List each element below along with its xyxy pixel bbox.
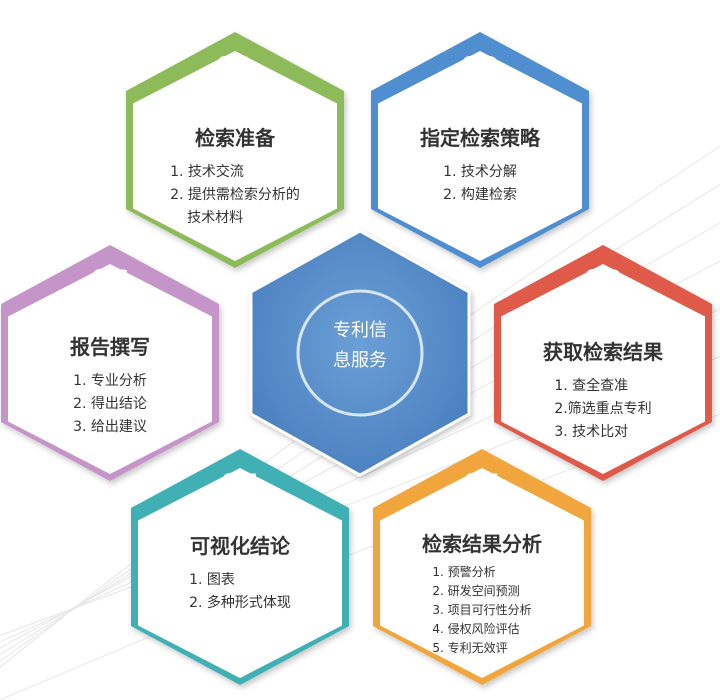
step-03-item: 2.筛选重点专利 xyxy=(554,401,652,417)
step-number: 05 xyxy=(220,467,261,505)
step-04-content: 检索结果分析 1. 预警分析 2. 研发空间预测 3. 项目可行性分析 4. 侵… xyxy=(397,528,567,658)
step-01-item: 2. 提供需检索分析的 xyxy=(170,187,300,203)
step-03-item: 3. 技术比对 xyxy=(554,424,629,440)
step-03-content: 获取检索结果 1. 查全查准 2.筛选重点专利 3. 技术比对 xyxy=(518,336,688,444)
step-02-item: 2. 构建检索 xyxy=(443,187,517,203)
step-06-item: 2. 得出结论 xyxy=(73,396,147,412)
step-04-item: 4. 侵权风险评估 xyxy=(432,622,520,636)
step-hexagon-04: 04 xyxy=(373,449,591,685)
step-04-items: 1. 预警分析 2. 研发空间预测 3. 项目可行性分析 4. 侵权风险评估 5… xyxy=(432,563,531,658)
step-01-content: 检索准备 1. 技术交流 2. 提供需检索分析的 技术材料 xyxy=(150,122,320,230)
step-06-item: 1. 专业分析 xyxy=(73,373,147,389)
step-02-items: 1. 技术分解 2. 构建检索 xyxy=(443,161,517,207)
step-number: 04 xyxy=(462,467,503,505)
step-hexagon-05: 05 xyxy=(131,449,349,685)
step-06-content: 报告撰写 1. 专业分析 2. 得出结论 3. 给出建议 xyxy=(25,331,195,439)
step-01-items: 1. 技术交流 2. 提供需检索分析的 技术材料 xyxy=(170,161,300,230)
center-hexagon xyxy=(249,229,471,477)
step-05-item: 1. 图表 xyxy=(189,572,235,588)
step-hexagon-body xyxy=(380,468,584,678)
step-01-item: 1. 技术交流 xyxy=(170,164,244,180)
step-hexagon-06: 06 xyxy=(1,245,219,481)
step-hexagon-body xyxy=(133,51,337,261)
step-hexagon-body xyxy=(501,264,705,474)
step-hexagon-03: 03 xyxy=(494,245,712,481)
step-03-item: 1. 查全查准 xyxy=(554,378,629,394)
step-05-title: 可视化结论 xyxy=(190,534,290,558)
step-02-content: 指定检索策略 1. 技术分解 2. 构建检索 xyxy=(395,122,565,207)
step-06-item: 3. 给出建议 xyxy=(73,419,147,435)
center-ring xyxy=(296,289,424,417)
step-hexagons: 01 02 03 04 05 06 xyxy=(1,32,712,685)
step-01-title: 检索准备 xyxy=(195,126,275,150)
step-04-item: 2. 研发空间预测 xyxy=(432,584,520,598)
center-label: 专利信 息服务 xyxy=(310,316,410,376)
step-number: 01 xyxy=(215,50,256,88)
step-number: 03 xyxy=(583,263,624,301)
center-label-line1: 专利信 xyxy=(333,320,387,341)
step-06-title: 报告撰写 xyxy=(70,335,150,359)
step-03-title: 获取检索结果 xyxy=(543,340,663,364)
step-04-item: 1. 预警分析 xyxy=(432,565,496,579)
step-02-title: 指定检索策略 xyxy=(420,126,540,150)
step-number: 02 xyxy=(460,50,501,88)
step-04-item: 3. 项目可行性分析 xyxy=(432,603,532,617)
step-hexagon-02: 02 xyxy=(371,32,589,268)
step-hexagon-body xyxy=(378,51,582,261)
center-label-line2: 息服务 xyxy=(333,350,387,371)
step-04-title: 检索结果分析 xyxy=(422,532,542,556)
step-number: 06 xyxy=(90,263,131,301)
step-hexagon-body xyxy=(8,264,212,474)
step-hexagon-body xyxy=(138,468,342,678)
step-04-item: 5. 专利无效评 xyxy=(432,641,508,655)
step-05-item: 2. 多种形式体现 xyxy=(189,595,291,611)
step-hexagon-01: 01 xyxy=(126,32,344,268)
step-02-item: 1. 技术分解 xyxy=(443,164,517,180)
step-03-items: 1. 查全查准 2.筛选重点专利 3. 技术比对 xyxy=(554,375,651,444)
step-06-items: 1. 专业分析 2. 得出结论 3. 给出建议 xyxy=(73,370,147,439)
step-05-items: 1. 图表 2. 多种形式体现 xyxy=(189,569,291,615)
step-05-content: 可视化结论 1. 图表 2. 多种形式体现 xyxy=(155,530,325,615)
step-01-item-continuation: 技术材料 xyxy=(187,210,244,226)
